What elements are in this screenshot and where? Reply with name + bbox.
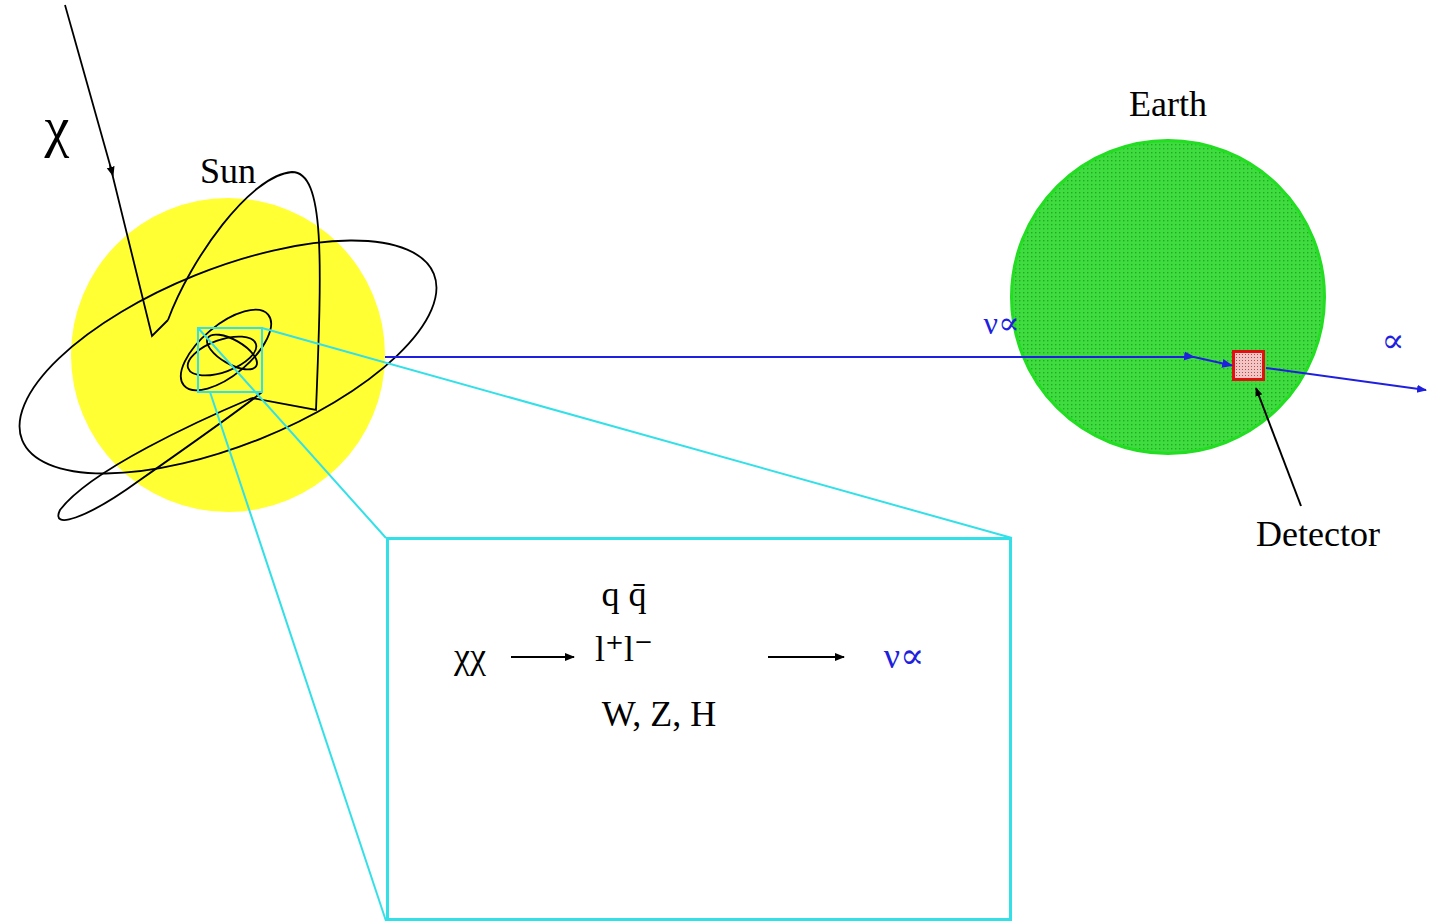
node-text: ν∝ <box>884 637 925 677</box>
label-text: χ <box>45 97 70 159</box>
neutrino-track <box>385 357 1232 366</box>
node-text: Earth <box>1129 85 1207 125</box>
detector-box-outline <box>1232 350 1265 381</box>
sun-disc: Sun <box>71 198 385 512</box>
node-text: Detector <box>1256 515 1380 555</box>
label-text: ∝ <box>1381 322 1404 359</box>
edge-label: ν∝ <box>983 306 1019 341</box>
node-text: Sun <box>200 152 256 192</box>
zoom-box: χχ q q̄ l⁺l⁻ W, Z, H ν∝ <box>386 537 1012 921</box>
earth-disc-outline <box>1010 139 1326 455</box>
node-text: χχ <box>454 637 486 677</box>
leader-line <box>1256 388 1301 506</box>
node-text: q q̄ <box>602 575 647 615</box>
outgoing-track <box>1266 368 1426 390</box>
detector-box: Detector <box>1232 350 1265 381</box>
node-text: W, Z, H <box>602 695 717 735</box>
node-text: l⁺l⁻ <box>595 630 653 670</box>
earth-disc: EarthDetector <box>1010 139 1326 455</box>
